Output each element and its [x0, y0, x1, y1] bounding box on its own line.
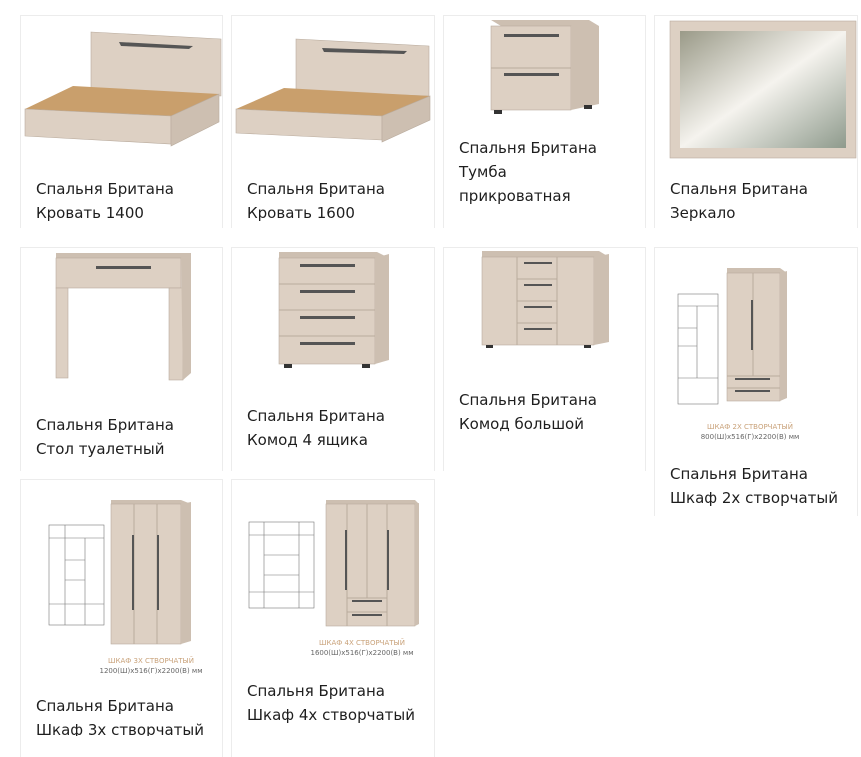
product-subtitle[interactable]: Кровать 1400 — [36, 204, 144, 222]
product-card-bed-1600[interactable]: Спальня Британа Кровать 1600 — [231, 15, 435, 228]
product-card-chest-4[interactable]: Спальня Британа Комод 4 ящика — [231, 247, 435, 471]
product-dimensions: 1600(Ш)х516(Г)х2200(В) мм — [310, 649, 414, 657]
product-caption: ШКАФ 3Х СТВОРЧАТЫЙ — [108, 657, 194, 665]
product-title[interactable]: Спальня Британа — [459, 139, 597, 157]
bed-image — [235, 38, 431, 143]
product-card-wardrobe-3[interactable]: ШКАФ 3Х СТВОРЧАТЫЙ 1200(Ш)х516(Г)х2200(В… — [20, 479, 223, 757]
product-title[interactable]: Спальня Британа — [247, 682, 385, 700]
product-subtitle[interactable]: Шкаф 4х створчатый — [247, 706, 415, 724]
bed-image — [24, 31, 222, 147]
product-dimensions: 800(Ш)х516(Г)х2200(В) мм — [700, 433, 800, 441]
product-subtitle[interactable]: Зеркало — [670, 204, 736, 222]
product-subtitle[interactable]: Тумба — [459, 163, 507, 181]
mirror-image — [669, 20, 857, 159]
product-subtitle[interactable]: Стол туалетный — [36, 440, 165, 458]
wardrobe-image — [677, 268, 787, 405]
chest-image — [278, 252, 389, 368]
product-subtitle-line3[interactable]: прикроватная — [459, 187, 571, 205]
big-chest-image — [481, 251, 609, 348]
product-caption: ШКАФ 2Х СТВОРЧАТЫЙ — [707, 423, 793, 431]
product-card-wardrobe-2[interactable]: ШКАФ 2Х СТВОРЧАТЫЙ 800(Ш)х516(Г)х2200(В)… — [654, 247, 858, 516]
product-card-dressing-table[interactable]: Спальня Британа Стол туалетный — [20, 247, 223, 471]
product-card-bed-1400[interactable]: Спальня Британа Кровать 1400 — [20, 15, 223, 228]
product-title[interactable]: Спальня Британа — [670, 180, 808, 198]
product-title[interactable]: Спальня Британа — [247, 180, 385, 198]
product-title[interactable]: Спальня Британа — [670, 465, 808, 483]
product-subtitle[interactable]: Шкаф 2х створчатый — [670, 489, 838, 507]
product-subtitle[interactable]: Шкаф 3х створчатый — [36, 721, 204, 739]
wardrobe-image — [248, 500, 419, 627]
product-card-wardrobe-4[interactable]: ШКАФ 4Х СТВОРЧАТЫЙ 1600(Ш)х516(Г)х2200(В… — [231, 479, 435, 757]
nightstand-image — [490, 20, 599, 114]
wardrobe-image — [48, 500, 191, 645]
dressing-table-image — [55, 253, 191, 381]
product-card-chest-big[interactable]: Спальня Британа Комод большой — [443, 247, 646, 471]
product-card-mirror[interactable]: Спальня Британа Зеркало — [654, 15, 858, 228]
product-dimensions: 1200(Ш)х516(Г)х2200(В) мм — [99, 667, 203, 675]
product-subtitle[interactable]: Комод большой — [459, 415, 584, 433]
product-subtitle[interactable]: Комод 4 ящика — [247, 431, 368, 449]
product-title[interactable]: Спальня Британа — [247, 407, 385, 425]
product-title[interactable]: Спальня Британа — [36, 416, 174, 434]
product-title[interactable]: Спальня Британа — [459, 391, 597, 409]
product-title[interactable]: Спальня Британа — [36, 180, 174, 198]
product-title[interactable]: Спальня Британа — [36, 697, 174, 715]
product-caption: ШКАФ 4Х СТВОРЧАТЫЙ — [319, 639, 405, 647]
product-subtitle[interactable]: Кровать 1600 — [247, 204, 355, 222]
product-card-nightstand[interactable]: Спальня Британа Тумба прикроватная — [443, 15, 646, 228]
